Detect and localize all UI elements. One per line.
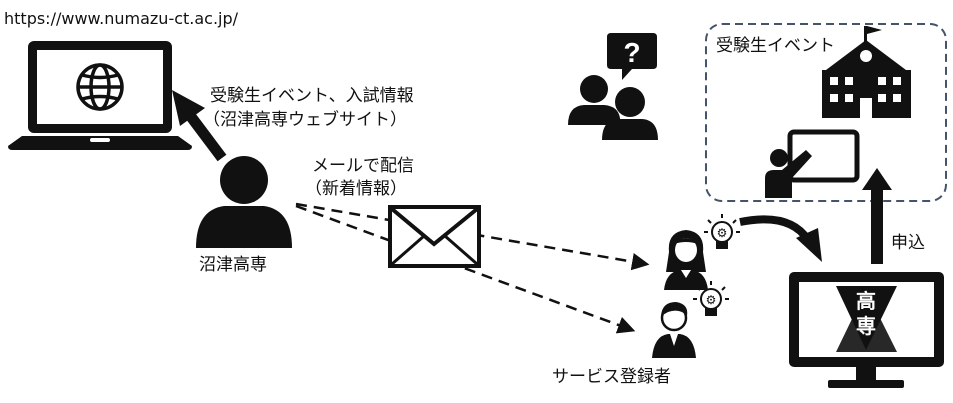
school-building-icon xyxy=(822,26,911,118)
organization-label: 沼津高専 xyxy=(199,255,267,275)
apply-arrow xyxy=(862,168,892,264)
mail-caption-line2: （新着情報） xyxy=(305,179,407,199)
monitor-logo-bottom: 専 xyxy=(856,314,876,338)
website-caption-line2: （沼津高専ウェブサイト） xyxy=(203,110,407,130)
laptop-globe-icon xyxy=(8,41,192,150)
monitor-logo-top: 高 xyxy=(856,289,876,313)
arrow-to-website xyxy=(172,90,227,162)
event-box xyxy=(705,23,947,202)
monitor-logo-icon xyxy=(789,272,944,388)
apply-label: 申込 xyxy=(891,233,925,253)
man-idea-icon: ⚙ xyxy=(652,281,729,358)
website-caption-line1: 受験生イベント、入試情報 xyxy=(210,86,414,106)
mail-distribution-lines xyxy=(295,202,650,334)
curved-arrow-to-monitor xyxy=(739,215,822,262)
website-url: https://www.numazu-ct.ac.jp/ xyxy=(4,9,239,28)
svg-text:⚙: ⚙ xyxy=(706,293,717,307)
event-box-label: 受験生イベント xyxy=(716,36,835,56)
people-question-icon: ? xyxy=(568,33,658,140)
svg-text:?: ? xyxy=(623,37,640,68)
envelope-icon xyxy=(388,205,481,268)
mail-caption-line1: メールで配信 xyxy=(312,156,414,176)
presentation-teacher-icon xyxy=(765,129,860,198)
svg-text:⚙: ⚙ xyxy=(717,226,728,240)
organization-person-icon xyxy=(196,156,292,248)
woman-idea-icon: ⚙ xyxy=(664,214,740,290)
subscribers-label: サービス登録者 xyxy=(552,367,671,387)
